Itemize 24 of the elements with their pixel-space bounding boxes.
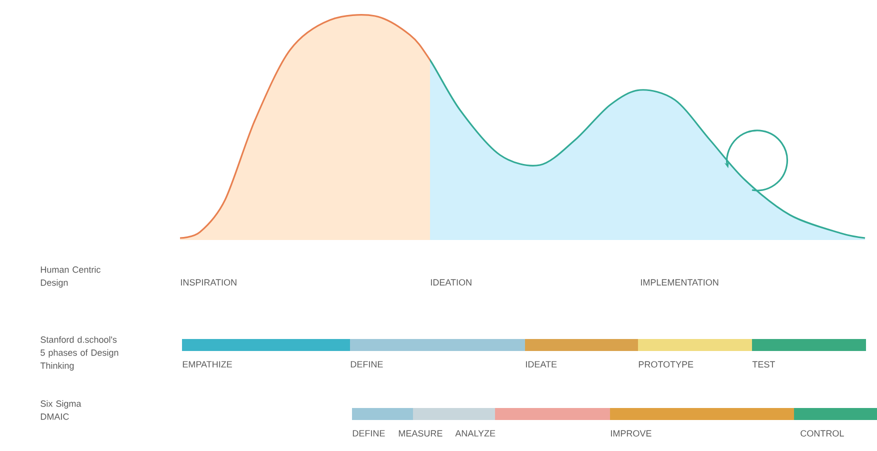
phase-bar: DEFINE	[350, 339, 525, 368]
phase-label: IMPLEMENTATION	[641, 279, 718, 286]
node-label: DEFINE	[352, 430, 385, 436]
phase-bar: CONTROL	[794, 408, 877, 437]
row-label: Human Centric Design	[40, 266, 100, 288]
node-label: PROTOTYPE	[638, 361, 694, 368]
phase-label: INSPIRATION	[181, 279, 236, 286]
node-label: CONTROL	[800, 430, 844, 437]
node-label: TEST	[752, 361, 775, 368]
phase-bar: IMPROVE	[610, 408, 794, 437]
row-label: Stanford d.school's 5 phases of Design Thinking	[40, 336, 118, 371]
node-label: DEFINE	[350, 361, 383, 368]
phase-bar: IDEATE	[525, 339, 638, 368]
node-label: EMPATHIZE	[182, 361, 232, 368]
phase-bar: TEST	[752, 339, 866, 368]
phase-bar: ANALYZE	[455, 408, 610, 436]
phase-bar: EMPATHIZE	[182, 339, 350, 368]
node-label: MEASURE	[398, 430, 442, 437]
row-label: Six Sigma DMAIC	[40, 400, 82, 420]
phase-bar: PROTOTYPE	[638, 339, 752, 368]
node-label: IDEATE	[526, 361, 557, 368]
phase-label: IDEATION	[431, 279, 472, 286]
node-label: ANALYZE	[455, 430, 496, 436]
node-label: IMPROVE	[611, 430, 652, 437]
